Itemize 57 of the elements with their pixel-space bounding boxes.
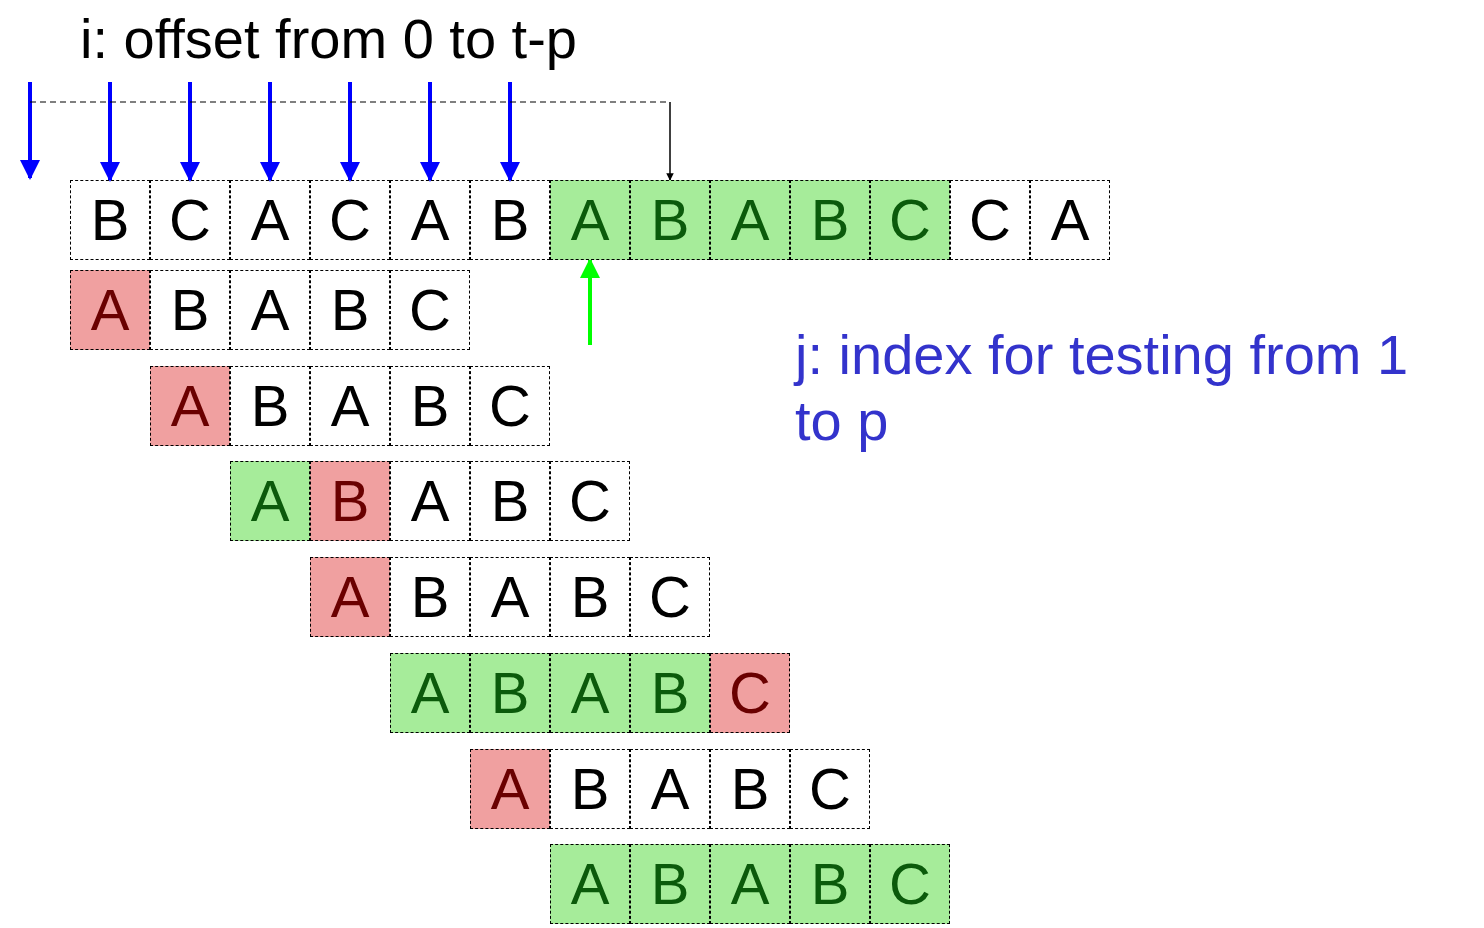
letter-cell: A bbox=[550, 652, 630, 733]
letter-cell: A bbox=[710, 844, 790, 925]
letter-cell: C bbox=[790, 748, 870, 829]
letter-cell: B bbox=[470, 461, 550, 542]
letter-cell: B bbox=[630, 180, 710, 260]
letter-cell: A bbox=[550, 180, 630, 260]
letter-cell: B bbox=[70, 180, 150, 260]
letter-cell: A bbox=[70, 270, 150, 350]
letter-cell: A bbox=[150, 365, 230, 446]
letter-cell: A bbox=[310, 557, 390, 638]
letter-cell: A bbox=[310, 365, 390, 446]
letter-cell: B bbox=[550, 748, 630, 829]
arrow bbox=[666, 101, 674, 181]
letter-cell: B bbox=[150, 270, 230, 350]
letter-cell: A bbox=[470, 557, 550, 638]
letter-cell: A bbox=[470, 748, 550, 829]
letter-cell: A bbox=[230, 180, 310, 260]
letter-cell: A bbox=[230, 461, 310, 542]
letter-cell: C bbox=[550, 461, 630, 542]
letter-cell: A bbox=[390, 461, 470, 542]
letter-cell: B bbox=[230, 365, 310, 446]
letter-cell: C bbox=[710, 652, 790, 733]
letter-cell: A bbox=[1030, 180, 1110, 260]
letter-cell: A bbox=[630, 748, 710, 829]
letter-cell: B bbox=[790, 844, 870, 925]
letter-cell: A bbox=[230, 270, 310, 350]
letter-cell: B bbox=[550, 557, 630, 638]
arrow bbox=[260, 82, 280, 182]
letter-cell: C bbox=[470, 365, 550, 446]
index-label: j: index for testing from 1 to p bbox=[795, 322, 1410, 454]
letter-cell: B bbox=[390, 365, 470, 446]
offset-label: i: offset from 0 to t-p bbox=[80, 6, 578, 72]
letter-cell: B bbox=[310, 461, 390, 542]
letter-cell: B bbox=[790, 180, 870, 260]
arrow bbox=[340, 82, 360, 182]
letter-cell: C bbox=[310, 180, 390, 260]
arrow bbox=[180, 82, 200, 182]
letter-cell: C bbox=[630, 557, 710, 638]
letter-cell: B bbox=[310, 270, 390, 350]
letter-cell: C bbox=[950, 180, 1030, 260]
letter-cell: B bbox=[630, 652, 710, 733]
letter-cell: B bbox=[390, 557, 470, 638]
letter-cell: C bbox=[150, 180, 230, 260]
letter-cell: C bbox=[870, 844, 950, 925]
letter-cell: B bbox=[470, 652, 550, 733]
arrow bbox=[580, 258, 600, 345]
letter-cell: C bbox=[390, 270, 470, 350]
letter-cell: A bbox=[710, 180, 790, 260]
letter-cell: B bbox=[710, 748, 790, 829]
letter-cell: A bbox=[550, 844, 630, 925]
arrow bbox=[420, 82, 440, 182]
arrow bbox=[100, 82, 120, 182]
letter-cell: B bbox=[630, 844, 710, 925]
letter-cell: C bbox=[870, 180, 950, 260]
letter-cell: A bbox=[390, 180, 470, 260]
letter-cell: A bbox=[390, 652, 470, 733]
arrow bbox=[500, 82, 520, 182]
